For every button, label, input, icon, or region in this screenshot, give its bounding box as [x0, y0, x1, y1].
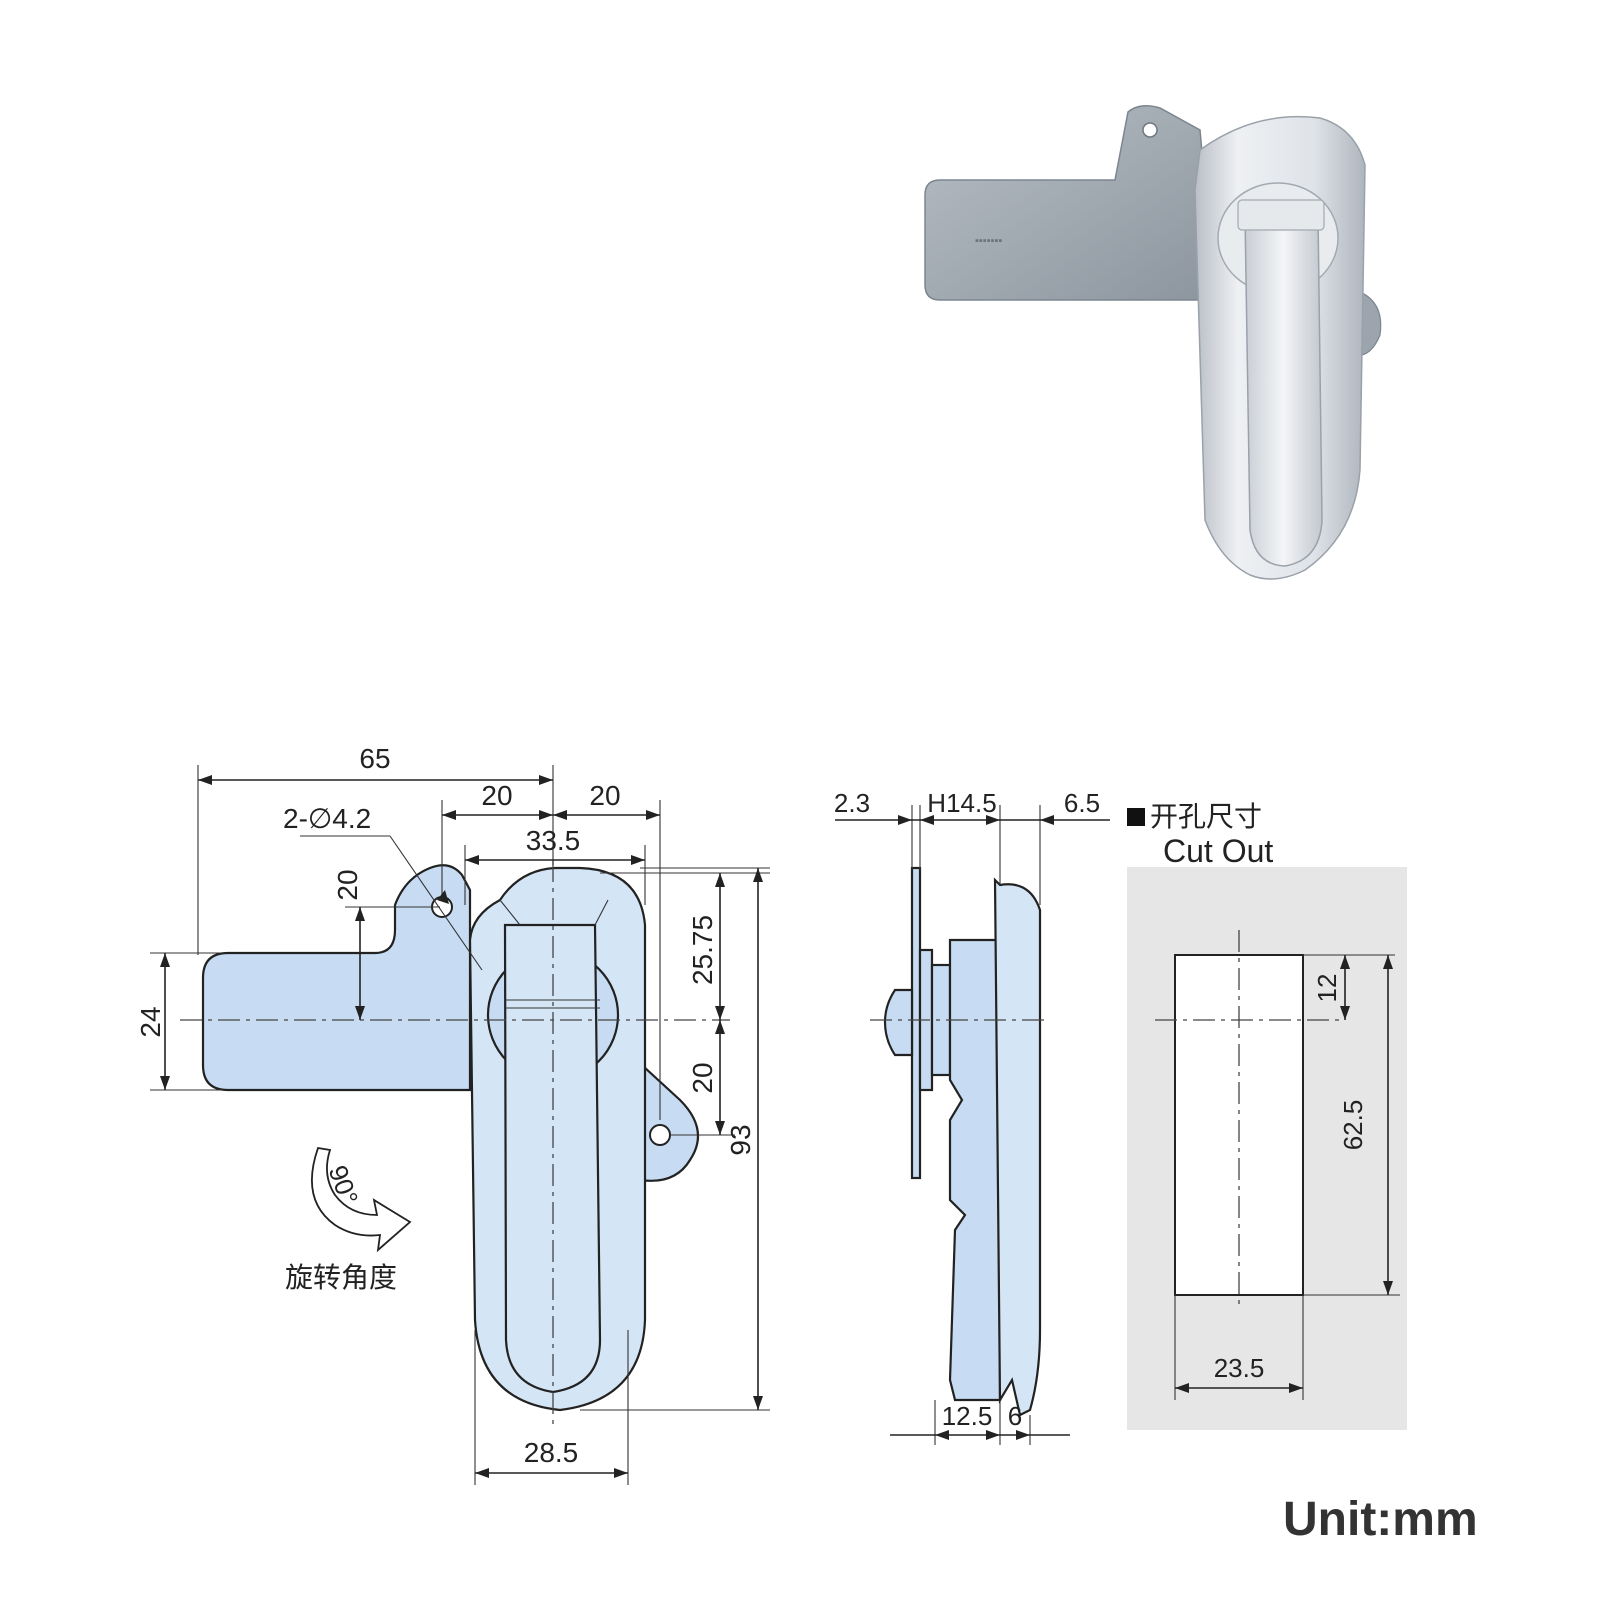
- svg-text:2-∅4.2: 2-∅4.2: [283, 803, 371, 834]
- cutout-title-en: Cut Out: [1163, 833, 1273, 869]
- svg-text:25.75: 25.75: [687, 915, 718, 985]
- rotation-caption: 旋转角度: [285, 1261, 397, 1294]
- dim-cutout-23-5: 23.5: [1174, 1295, 1304, 1400]
- side-plate: [910, 866, 922, 1180]
- dim-28-5: 28.5: [474, 1330, 629, 1485]
- dim-65: 65: [197, 743, 554, 955]
- handle-lever: [1244, 214, 1323, 567]
- side-nut: [883, 988, 914, 1057]
- dim-cutout-62-5: 62.5: [1303, 955, 1400, 1296]
- svg-text:12.5: 12.5: [942, 1401, 993, 1431]
- side-bezel: [993, 877, 1042, 1417]
- svg-text:33.5: 33.5: [526, 825, 581, 856]
- svg-text:20: 20: [687, 1062, 718, 1093]
- hole-spec-callout: 2-∅4.2: [283, 803, 483, 971]
- side-housing: [948, 938, 1002, 1402]
- dim-cutout-12: 12: [1303, 954, 1395, 1020]
- cutout-title-cn: 开孔尺寸: [1150, 800, 1262, 833]
- latch-product-photo: ▪▪▪▪▪▪▪: [924, 105, 1382, 580]
- cam-plate: ▪▪▪▪▪▪▪: [924, 105, 1216, 301]
- unit-label: Unit:mm: [1283, 1493, 1478, 1546]
- dim-v-20-top: 20: [332, 869, 440, 1020]
- svg-text:12: 12: [1312, 974, 1342, 1003]
- svg-text:28.5: 28.5: [524, 1437, 579, 1468]
- svg-text:H14.5: H14.5: [927, 788, 996, 818]
- plate-marking: ▪▪▪▪▪▪▪: [975, 235, 1002, 247]
- horizontal-arm: [201, 864, 472, 1092]
- front-view: 65 20 20 33.5 2-∅4.2: [135, 743, 770, 1485]
- dim-33-5: 33.5: [464, 825, 646, 905]
- svg-text:62.5: 62.5: [1338, 1100, 1368, 1151]
- housing-edges: [499, 899, 609, 926]
- dim-side-bottom: 12.5 6: [890, 1400, 1070, 1445]
- dim-side-top: 2.3 H14.5 6.5: [834, 788, 1110, 905]
- plate-hole: [1142, 122, 1158, 138]
- square-bullet-icon: [1127, 808, 1145, 826]
- side-view: 2.3 H14.5 6.5 12.5 6: [834, 788, 1110, 1445]
- dim-v-25-75: 25.75: [600, 872, 770, 1020]
- dim-20-20: 20 20: [441, 780, 661, 1120]
- svg-text:2.3: 2.3: [834, 788, 870, 818]
- handle-lever-outline: [503, 923, 602, 1394]
- svg-text:6.5: 6.5: [1064, 788, 1100, 818]
- dim-v-20-right: 20: [670, 1020, 735, 1136]
- svg-text:20: 20: [481, 780, 512, 811]
- handle-top: [1237, 199, 1325, 231]
- svg-text:93: 93: [725, 1124, 756, 1155]
- svg-text:23.5: 23.5: [1214, 1353, 1265, 1383]
- dim-v-24: 24: [135, 952, 225, 1091]
- svg-text:24: 24: [135, 1006, 166, 1037]
- dim-v-93: 93: [580, 867, 770, 1411]
- svg-text:6: 6: [1008, 1401, 1022, 1431]
- svg-text:20: 20: [589, 780, 620, 811]
- mount-hole-bottom: [649, 1124, 671, 1146]
- rotation-arrow-icon: 90°: [311, 1146, 412, 1253]
- cutout-panel: 开孔尺寸 Cut Out 12 62.5 23.5: [1127, 800, 1407, 1430]
- svg-text:20: 20: [332, 869, 363, 900]
- svg-text:65: 65: [359, 743, 390, 774]
